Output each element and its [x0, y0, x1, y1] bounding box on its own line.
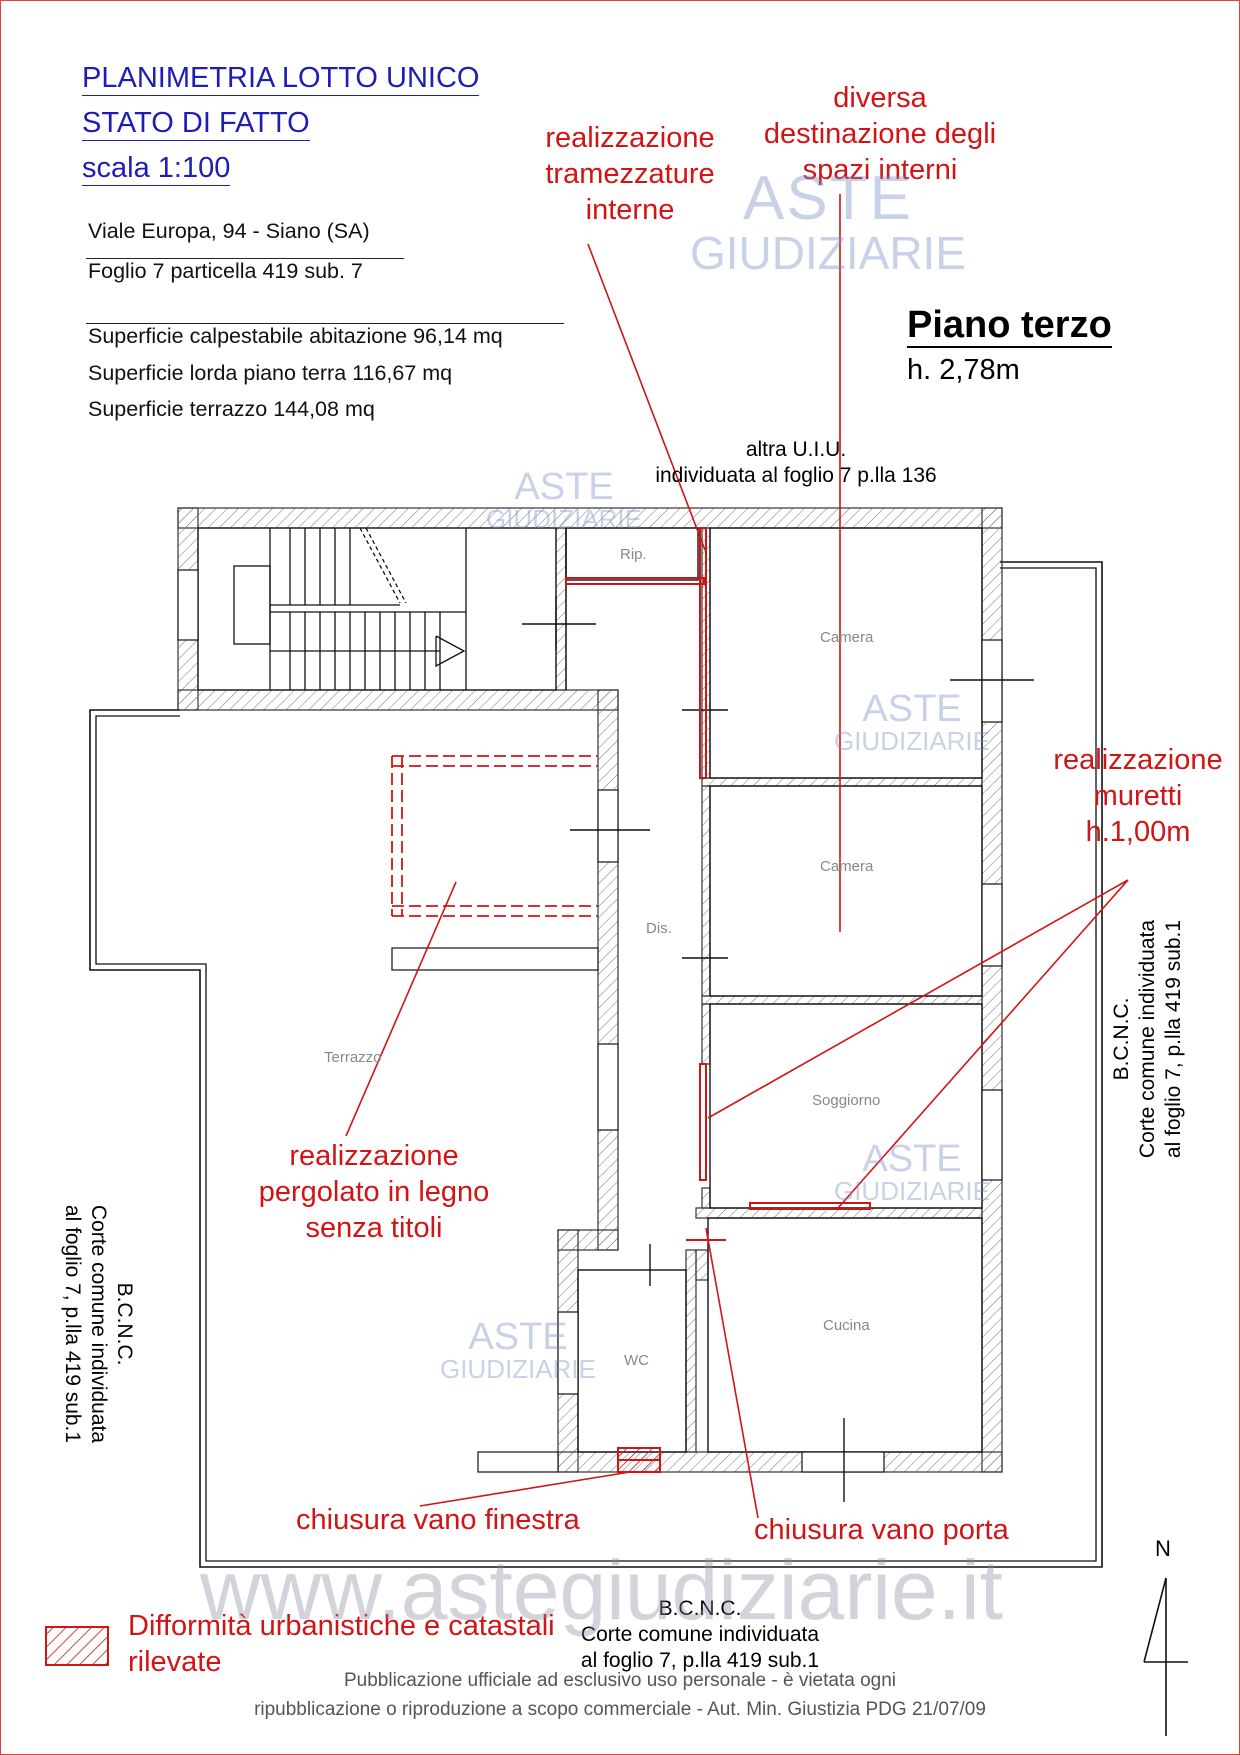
terrace-outline	[89, 561, 1103, 1568]
floor-name: Piano terzo	[907, 304, 1112, 348]
watermark-url: www.astegiudiziarie.it	[200, 1543, 1004, 1637]
north-arrow-icon	[1143, 1577, 1188, 1736]
leader-lines	[345, 194, 1129, 1519]
footer-notice: Pubblicazione ufficiale ad esclusivo uso…	[254, 1670, 986, 1720]
annotation-partitions: realizzazione tramezzature interne	[545, 122, 715, 226]
plan-title: PLANIMETRIA LOTTO UNICO STATO DI FATTO s…	[82, 58, 480, 193]
surface-gross: Superficie lorda piano terra 116,67 mq	[88, 361, 453, 385]
room-label-wc: WC	[624, 1352, 649, 1369]
room-outlines	[565, 527, 983, 1453]
watermark-logo: ASTE GIUDIZIARIE	[485, 466, 642, 534]
watermark-logo: ASTE GIUDIZIARIE	[833, 1138, 990, 1206]
pergola-outline	[391, 755, 598, 917]
annotation-window-closure: chiusura vano finestra	[296, 1504, 580, 1536]
surface-walkable: Superficie calpestabile abitazione 96,14…	[88, 324, 503, 348]
opening-markers	[522, 596, 1034, 1502]
surface-terrace: Superficie terrazzo 144,08 mq	[88, 397, 375, 421]
annotation-pergola: realizzazione pergolato in legno senza t…	[258, 1140, 490, 1244]
address: Viale Europa, 94 - Siano (SA)	[88, 219, 370, 243]
legend-text: Difformità urbanistiche e catastali rile…	[128, 1610, 555, 1678]
room-label-bedroom: Camera	[820, 858, 874, 875]
staircase	[197, 527, 557, 691]
floor-height: h. 2,78m	[907, 354, 1020, 386]
room-label-living: Soggiorno	[812, 1092, 881, 1109]
watermark-logo: ASTE GIUDIZIARIE	[439, 1316, 596, 1384]
room-label-hallway: Dis.	[646, 920, 672, 937]
annotation-walls: realizzazione muretti h.1,00m	[1053, 744, 1223, 848]
watermark-logo: ASTE GIUDIZIARIE	[833, 688, 990, 756]
annotation-destination: diversa destinazione degli spazi interni	[763, 82, 997, 186]
room-label-kitchen: Cucina	[823, 1317, 870, 1334]
room-label-bedroom: Camera	[820, 629, 874, 646]
room-label-storage: Rip.	[620, 546, 647, 563]
title-line-2: STATO DI FATTO	[82, 107, 310, 141]
neighbor-bottom: B.C.N.C. Corte comune individuata al fog…	[580, 1597, 820, 1672]
neighbor-top: altra U.I.U. individuata al foglio 7 p.l…	[655, 438, 937, 487]
watermark-logo: ASTE GIUDIZIARIE	[689, 164, 967, 279]
title-line-1: PLANIMETRIA LOTTO UNICO	[82, 62, 480, 96]
divider	[86, 323, 564, 324]
neighbor-left: B.C.N.C. Corte comune individuata al fog…	[61, 1204, 136, 1444]
cadastral-reference: Foglio 7 particella 419 sub. 7	[88, 259, 363, 283]
title-line-3: scala 1:100	[82, 152, 231, 186]
divider	[86, 258, 404, 259]
irregularity-walls	[565, 527, 871, 1210]
north-label: N	[1155, 1536, 1171, 1561]
annotation-door-closure: chiusura vano porta	[754, 1514, 1009, 1546]
legend-swatch	[45, 1626, 109, 1666]
neighbor-right: B.C.N.C. Corte comune individuata al fog…	[1110, 919, 1185, 1159]
room-label-terrace: Terrazzo	[324, 1049, 382, 1066]
windows	[177, 569, 1003, 1473]
